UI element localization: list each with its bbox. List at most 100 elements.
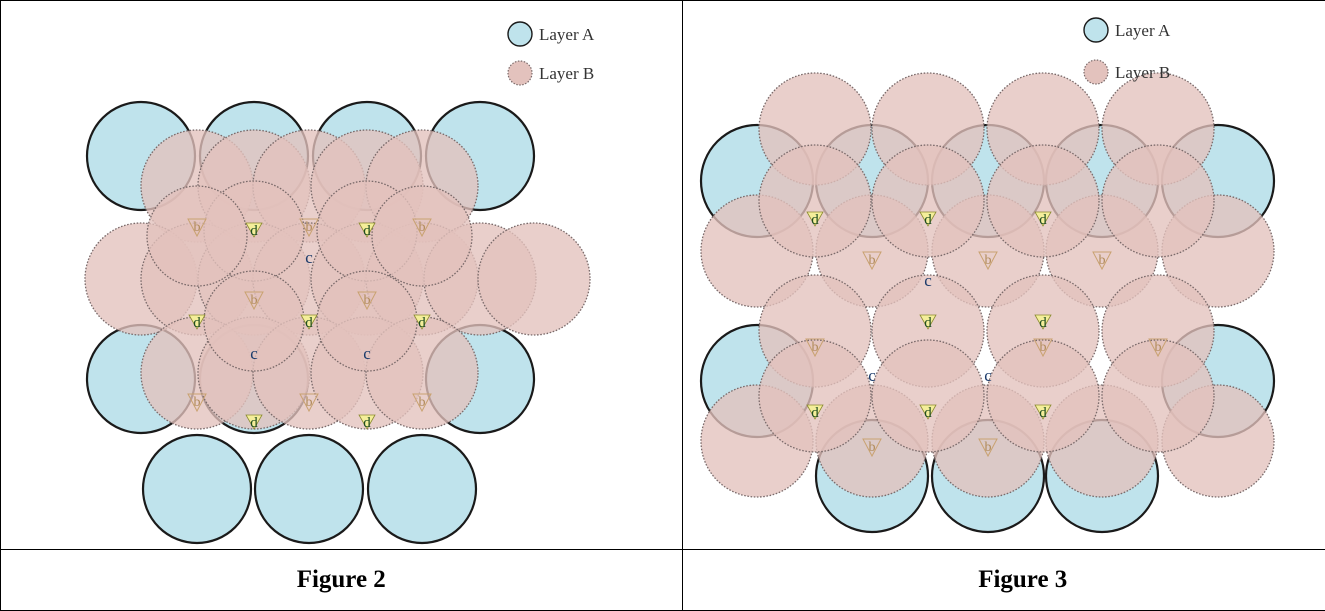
site-label-b: b — [984, 253, 991, 268]
site-label-d: d — [924, 405, 932, 421]
void-outline — [804, 338, 825, 358]
legend: Layer A Layer B — [507, 21, 595, 86]
site-label-b: b — [419, 220, 426, 235]
figure-2-caption: Figure 2 — [296, 566, 386, 593]
site-label-b: b — [868, 440, 875, 455]
tetrahedral-void-marker — [358, 222, 376, 238]
layer-b-sphere — [985, 339, 1100, 453]
layer-b-legend-swatch — [1082, 59, 1109, 85]
site-label-d: d — [1039, 315, 1047, 331]
void-outline — [187, 393, 207, 413]
tetrahedral-void-marker — [805, 211, 824, 227]
site-label-b: b — [419, 395, 426, 410]
site-label-d: d — [1039, 212, 1047, 228]
figure-2-caption-cell: Figure 2 — [0, 549, 683, 611]
site-label-d: d — [811, 405, 819, 421]
site-label-b: b — [984, 440, 991, 455]
void-outline — [977, 438, 998, 458]
void-outline — [299, 393, 319, 413]
layer-b-sphere — [477, 222, 591, 336]
layer-b-sphere — [757, 144, 872, 258]
void-outline — [977, 251, 998, 271]
site-label-b: b — [194, 220, 201, 235]
layer-a-sphere — [366, 433, 478, 545]
site-label-b: b — [811, 340, 818, 355]
layer-b-sphere — [870, 144, 985, 258]
legend: Layer A Layer B — [1082, 17, 1171, 85]
void-outline — [187, 218, 207, 238]
layer-b-sphere — [1100, 144, 1215, 258]
tetrahedral-void-marker — [188, 314, 206, 330]
site-label-c: c — [305, 248, 313, 267]
void-outline — [299, 218, 319, 238]
tetrahedral-void-marker — [1033, 404, 1052, 420]
void-outline — [861, 438, 882, 458]
void-outline — [412, 218, 432, 238]
site-label-c: c — [984, 366, 992, 385]
layer-a-sphere — [253, 433, 365, 545]
layer-a-legend-swatch — [1082, 17, 1109, 43]
site-label-d: d — [363, 223, 371, 239]
tetrahedral-void-marker — [300, 314, 318, 330]
layer-b-legend-label: Layer B — [539, 64, 594, 83]
tetrahedral-void-marker — [245, 414, 263, 430]
layer-a-legend-swatch — [507, 21, 533, 47]
site-label-c: c — [868, 366, 876, 385]
layer-b-sphere — [757, 339, 872, 453]
layer-b-sphere — [870, 339, 985, 453]
site-label-d: d — [924, 315, 932, 331]
void-sites: d d d d d d d d c c c b b b b b b b b — [804, 211, 1168, 458]
site-label-d: d — [811, 212, 819, 228]
site-label-b: b — [1098, 253, 1105, 268]
tetrahedral-void-marker — [918, 404, 937, 420]
site-label-d: d — [250, 415, 258, 431]
figure-3-caption: Figure 3 — [978, 566, 1068, 593]
site-label-c: c — [250, 344, 258, 363]
void-outline — [412, 393, 432, 413]
layer-b-legend-label: Layer B — [1115, 63, 1170, 82]
layer-b-legend-swatch — [507, 60, 533, 86]
layer-b-sphere — [1100, 339, 1215, 453]
void-outline — [1032, 338, 1053, 358]
figure-3-cell: d d d d d d d d c c c b b b b b b b b Layer A Layer B — [681, 0, 1325, 550]
tetrahedral-void-marker — [918, 211, 937, 227]
site-label-b: b — [306, 220, 313, 235]
layer-a-legend-label: Layer A — [1115, 21, 1171, 40]
site-label-c: c — [363, 344, 371, 363]
void-outline — [861, 251, 882, 271]
void-outline — [244, 291, 264, 311]
layer-b-sphere — [985, 144, 1100, 258]
site-label-c: c — [924, 271, 932, 290]
tetrahedral-void-marker — [413, 314, 431, 330]
site-label-d: d — [924, 212, 932, 228]
site-label-b: b — [306, 395, 313, 410]
site-label-b: b — [868, 253, 875, 268]
layer-a-sphere — [141, 433, 253, 545]
figure-3-caption-cell: Figure 3 — [681, 549, 1325, 611]
site-label-d: d — [418, 315, 426, 331]
site-label-d: d — [1039, 405, 1047, 421]
site-label-b: b — [194, 395, 201, 410]
tetrahedral-void-marker — [805, 404, 824, 420]
tetrahedral-void-marker — [1033, 314, 1052, 330]
site-label-b: b — [251, 293, 258, 308]
figure-3-diagram: d d d d d d d d c c c b b b b b b b b Layer A Layer B — [699, 17, 1275, 534]
void-outline — [1091, 251, 1112, 271]
site-label-d: d — [363, 415, 371, 431]
tetrahedral-void-marker — [358, 414, 376, 430]
site-label-b: b — [1039, 340, 1046, 355]
tetrahedral-void-marker — [1033, 211, 1052, 227]
site-label-b: b — [1154, 340, 1161, 355]
site-label-d: d — [305, 315, 313, 331]
site-label-d: d — [250, 223, 258, 239]
tetrahedral-void-marker — [918, 314, 937, 330]
tetrahedral-void-marker — [245, 222, 263, 238]
site-label-d: d — [193, 315, 201, 331]
void-outline — [1147, 338, 1168, 358]
site-label-b: b — [364, 293, 371, 308]
layer-b-spheres — [699, 72, 1275, 498]
